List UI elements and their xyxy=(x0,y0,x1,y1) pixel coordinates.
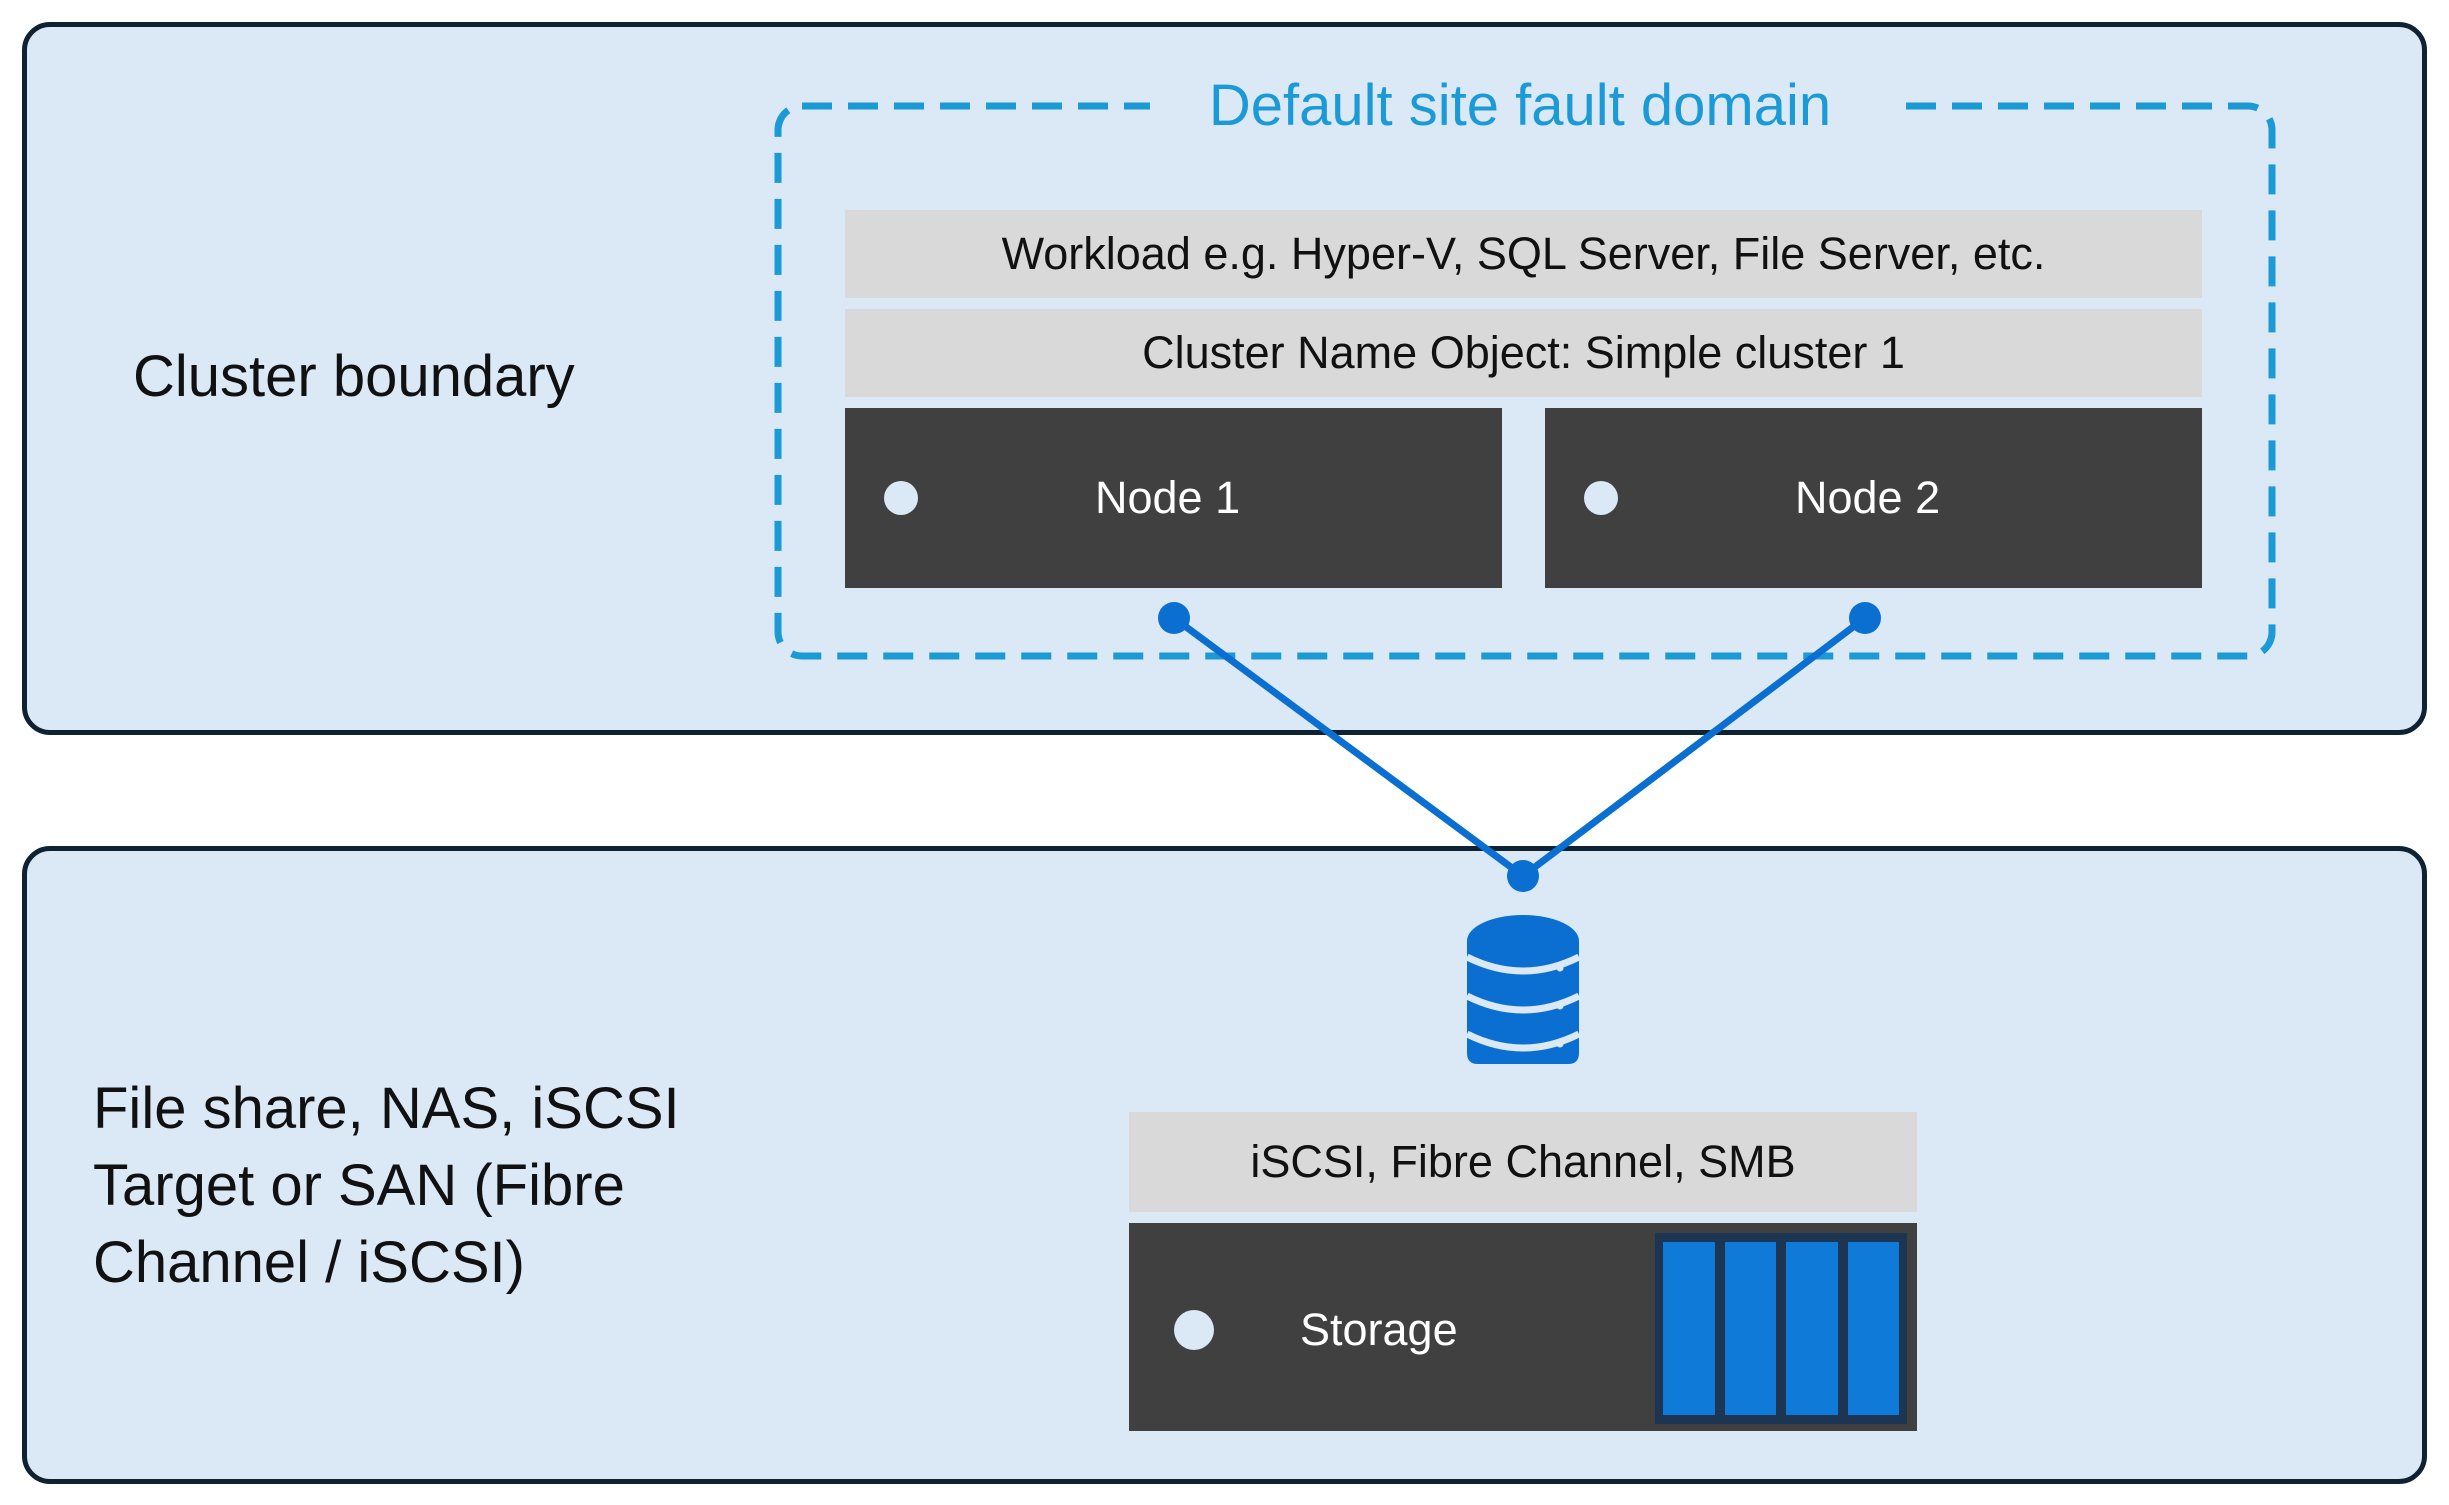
drive-slot xyxy=(1786,1242,1838,1415)
connector-node1 xyxy=(1171,615,1526,879)
storage-protocols-bar: iSCSI, Fibre Channel, SMB xyxy=(1129,1112,1917,1212)
cluster-name-object-bar: Cluster Name Object: Simple cluster 1 xyxy=(845,309,2202,397)
fault-domain-title: Default site fault domain xyxy=(1208,73,1832,138)
storage-status-indicator xyxy=(1174,1310,1214,1350)
connector-dot-storage xyxy=(1507,860,1539,892)
fault-domain-title-gap xyxy=(1150,96,1890,118)
workload-text: Workload e.g. Hyper-V, SQL Server, File … xyxy=(1001,228,2046,279)
connector-node2 xyxy=(1520,615,1868,879)
drive-slot xyxy=(1724,1242,1776,1415)
drive-bay xyxy=(1655,1233,1907,1424)
workload-bar: Workload e.g. Hyper-V, SQL Server, File … xyxy=(845,210,2202,298)
cluster-boundary-label: Cluster boundary xyxy=(133,344,575,409)
storage-device-label: Storage xyxy=(1300,1304,1458,1355)
node-1: Node 1 xyxy=(845,408,1502,588)
connector-dot-node2 xyxy=(1849,602,1881,634)
drive-slot xyxy=(1663,1242,1715,1415)
storage-protocols-text: iSCSI, Fibre Channel, SMB xyxy=(1250,1136,1796,1187)
node-2-label: Node 2 xyxy=(1795,472,1941,523)
connector-dot-node1 xyxy=(1158,602,1190,634)
cluster-name-object-text: Cluster Name Object: Simple cluster 1 xyxy=(1142,327,1905,378)
storage-type-label: File share, NAS, iSCSI Target or SAN (Fi… xyxy=(93,1076,680,1295)
node-1-status-indicator xyxy=(884,481,918,515)
drive-slot xyxy=(1847,1242,1899,1415)
node-2: Node 2 xyxy=(1545,408,2202,588)
node-2-status-indicator xyxy=(1584,481,1618,515)
node-1-label: Node 1 xyxy=(1095,472,1241,523)
database-icon xyxy=(1465,915,1581,1064)
storage-device: Storage xyxy=(1129,1223,1917,1431)
